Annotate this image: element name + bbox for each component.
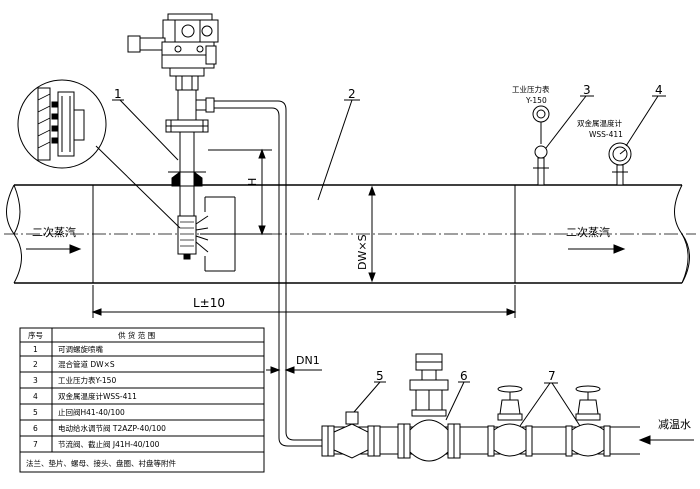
table-row-6-desc: 电动给水调节阀 T2AZP-40/100 — [58, 423, 166, 433]
thermometer-name: 双金属温度计 — [577, 118, 622, 128]
nozzle-stem — [165, 89, 215, 260]
height-dimension: H — [200, 148, 272, 236]
diameter-label: DW×S — [356, 234, 369, 270]
bimetal-thermometer: 双金属温度计 WSS-411 — [577, 118, 632, 186]
callout-1: 1 — [112, 87, 179, 161]
outlet-flow: 二次蒸汽 — [566, 225, 626, 254]
steam-outlet-label: 二次蒸汽 — [566, 225, 610, 239]
callout-7: 7 — [519, 369, 581, 427]
table-row-7-desc: 节流阀、截止阀 J41H-40/100 — [58, 439, 160, 449]
water-supply-line — [214, 100, 334, 447]
length-label: L±10 — [193, 296, 225, 310]
callout-4-number: 4 — [655, 83, 663, 97]
table-header-scope: 供 货 范 围 — [118, 330, 155, 340]
table-row-3-no: 3 — [33, 376, 38, 385]
table-footer: 法兰、垫片、螺母、接头、盘圈、衬盘等附件 — [26, 458, 176, 468]
callout-6: 6 — [445, 369, 470, 421]
callout-2-number: 2 — [348, 87, 356, 101]
table-row-5-no: 5 — [33, 408, 38, 417]
supply-scope-table: 序号 供 货 范 围 1 可调螺旋喷嘴 2 混合管道 DW×S 3 工业压力表Y… — [19, 327, 265, 473]
desuper-water-inlet: 减温水 — [638, 418, 694, 445]
callout-4: 4 — [625, 83, 666, 147]
nozzle-detail-view — [17, 79, 181, 229]
callout-3: 3 — [545, 83, 594, 149]
inlet-flow: 二次蒸汽 — [26, 225, 82, 254]
callout-6-number: 6 — [460, 369, 468, 383]
callout-2: 2 — [317, 87, 360, 201]
table-row-3-desc: 工业压力表Y-150 — [58, 375, 116, 385]
callout-7-number: 7 — [548, 369, 556, 383]
dn1-label: DN1 — [296, 354, 320, 367]
pressure-gauge-model: Y-150 — [525, 96, 547, 105]
dn1-dimension: DN1 — [266, 354, 322, 374]
table-row-1-no: 1 — [33, 345, 38, 354]
callout-5: 5 — [353, 369, 386, 413]
callout-5-number: 5 — [376, 369, 384, 383]
table-row-5-desc: 止回阀H41-40/100 — [58, 407, 125, 417]
callout-1-number: 1 — [114, 87, 122, 101]
table-row-4-desc: 双金属温度计WSS-411 — [58, 391, 137, 401]
check-valve — [321, 411, 381, 459]
callout-3-number: 3 — [583, 83, 591, 97]
length-dimension: L±10 — [91, 285, 517, 318]
steam-inlet-label: 二次蒸汽 — [32, 225, 76, 239]
table-row-2-no: 2 — [33, 360, 38, 369]
height-label: H — [246, 178, 259, 186]
table-row-4-no: 4 — [33, 392, 38, 401]
pressure-gauge-name: 工业压力表 — [512, 84, 550, 94]
table-row-1-desc: 可调螺旋喷嘴 — [58, 344, 103, 354]
electric-actuator — [127, 13, 219, 91]
globe-valve-1 — [487, 385, 533, 457]
table-row-7-no: 7 — [33, 440, 38, 449]
electric-control-valve — [397, 353, 461, 462]
table-row-6-no: 6 — [33, 424, 38, 433]
desuper-water-label: 减温水 — [658, 418, 691, 431]
table-header-no: 序号 — [28, 330, 43, 340]
diameter-dimension: DW×S — [356, 185, 376, 283]
thermometer-model: WSS-411 — [589, 130, 623, 139]
table-row-2-desc: 混合管道 DW×S — [58, 359, 115, 369]
pressure-gauge: 工业压力表 Y-150 — [512, 84, 550, 186]
globe-valve-2 — [565, 385, 611, 457]
